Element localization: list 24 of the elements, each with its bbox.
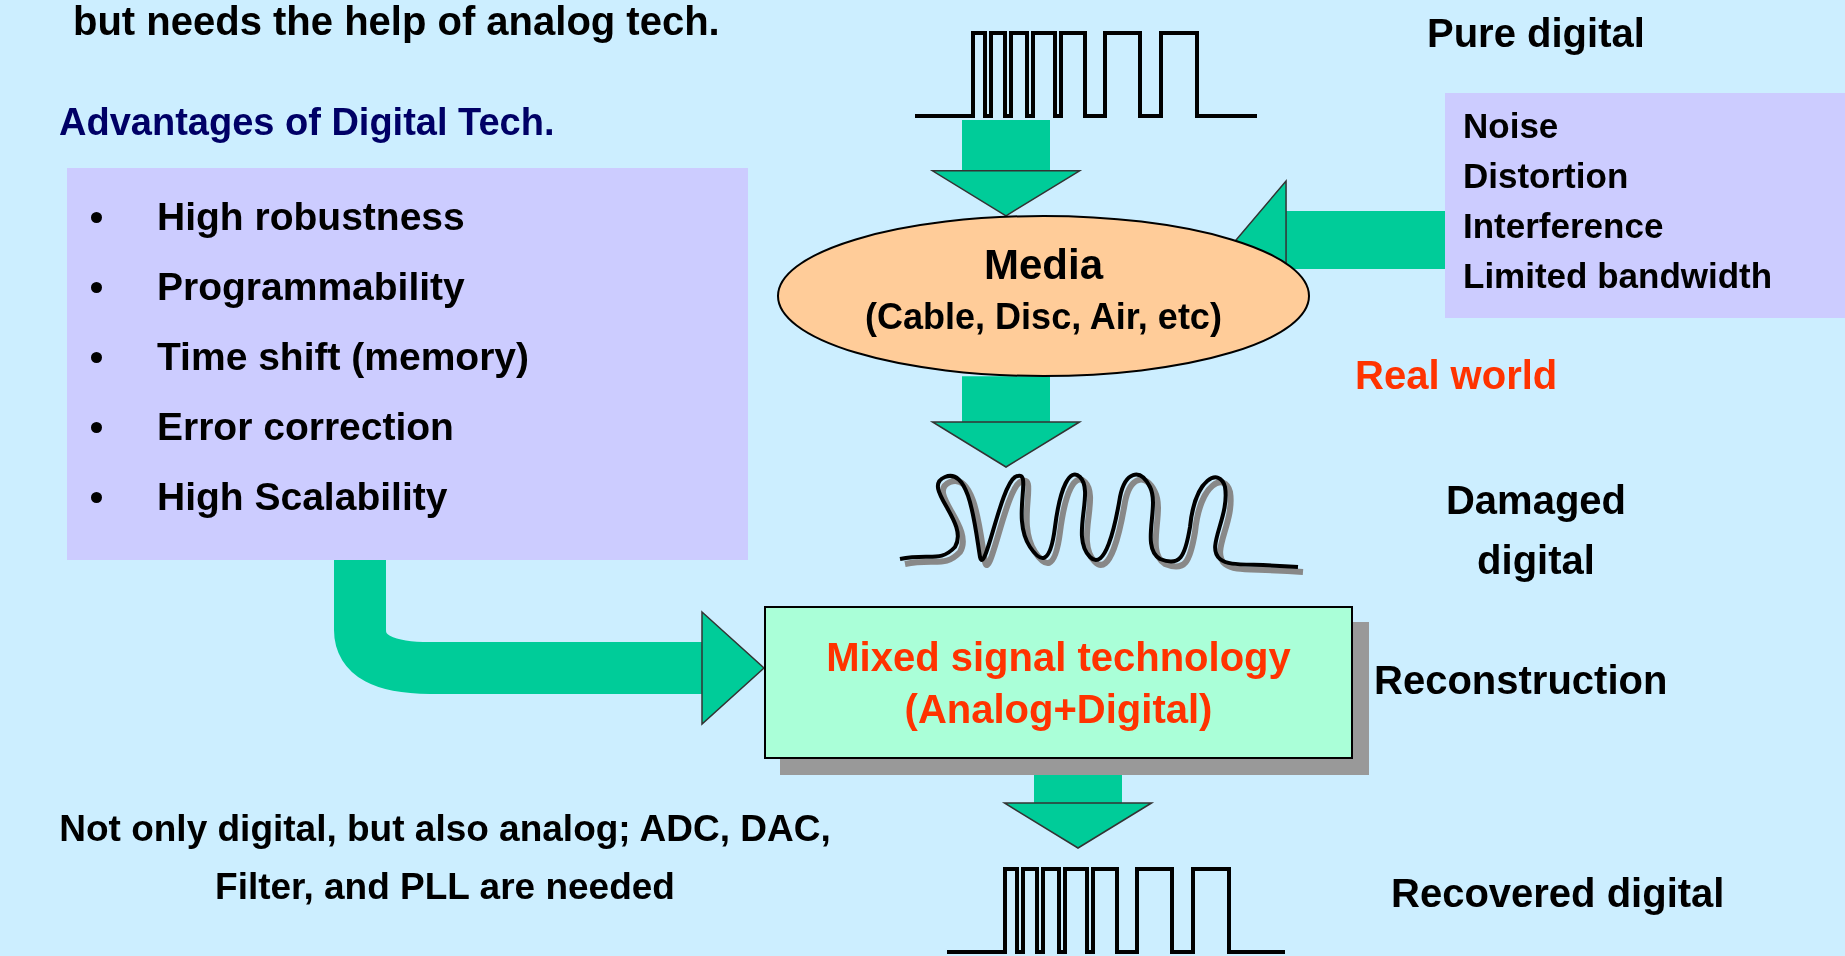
section-label: Real world: [1355, 353, 1558, 398]
list-item: Programmability: [157, 264, 465, 310]
ellipse-text: (Cable, Disc, Air, etc): [865, 295, 1222, 339]
ellipse-title: Media: [984, 240, 1103, 290]
caption-text: Pure digital: [1427, 10, 1645, 57]
info-panel: [1445, 93, 1845, 318]
box-text: Mixed signal technology (Analog+Digital): [825, 633, 1292, 733]
list-item: Noise: [1463, 105, 1559, 147]
heading: Advantages of Digital Tech.: [59, 100, 555, 144]
caption-text: Reconstruction: [1374, 657, 1668, 704]
caption-text: Damaged digital: [1444, 477, 1628, 584]
list-item: Limited bandwidth: [1463, 255, 1773, 297]
block-arrow: [931, 120, 1081, 217]
note-text: but needs the help of analog tech.: [73, 0, 720, 42]
list-item: High Scalability: [157, 474, 448, 520]
list-item: Distortion: [1463, 155, 1629, 197]
list-item: Time shift (memory): [157, 334, 530, 380]
list-item: Error correction: [157, 404, 454, 450]
list-item: Interference: [1463, 205, 1664, 247]
block-arrow: [931, 376, 1081, 468]
note-text: Not only digital, but also analog; ADC, DAC, Filter, and PLL are needed: [58, 807, 832, 909]
caption-text: Recovered digital: [1391, 870, 1725, 917]
block-arrow: [334, 560, 765, 725]
list-item: High robustness: [157, 194, 465, 240]
